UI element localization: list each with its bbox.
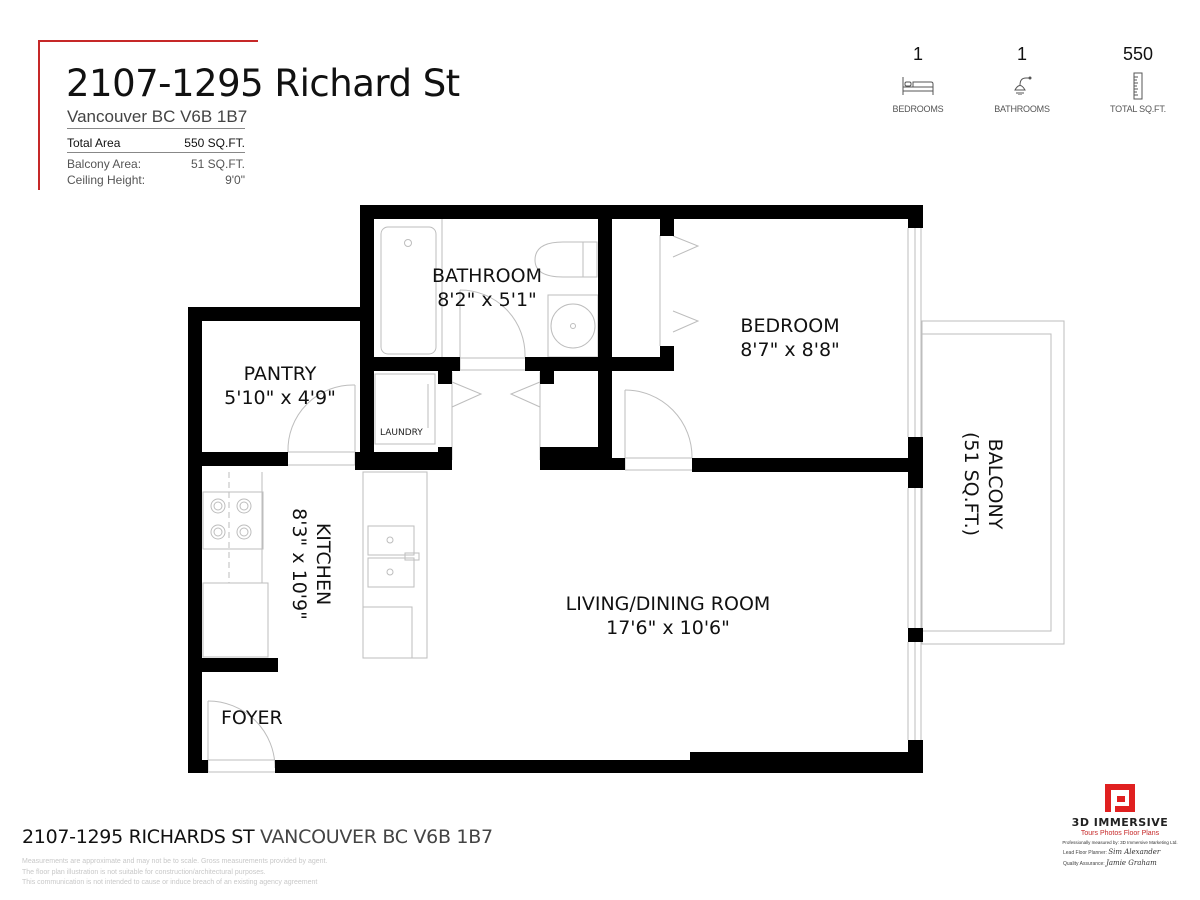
room-dims: 17'6" x 10'6" — [606, 617, 730, 639]
spec-total-area: Total Area 550 SQ.FT. — [67, 136, 245, 153]
qa-label: Quality Assurance: — [1063, 861, 1105, 867]
room-living-dining: LIVING/DINING ROOM 17'6" x 10'6" — [518, 592, 818, 640]
disclaimer: Measurements are approximate and may not… — [22, 857, 327, 889]
ruler-icon — [1098, 72, 1178, 100]
room-pantry: PANTRY 5'10" x 4'9" — [205, 362, 355, 410]
disclaimer-line: The floor plan illustration is not suita… — [22, 868, 266, 876]
room-bedroom: BEDROOM 8'7" x 8'8" — [715, 314, 865, 362]
page-subtitle: Vancouver BC V6B 1B7 — [67, 107, 247, 129]
stat-total-sqft: 550 TOTAL SQ.FT. — [1098, 44, 1178, 114]
footer-address-city: VANCOUVER BC V6B 1B7 — [254, 826, 493, 848]
room-name: LIVING/DINING ROOM — [565, 593, 771, 615]
room-kitchen: KITCHEN 8'3" x 10'9" — [287, 489, 335, 639]
stat-label: BATHROOMS — [994, 104, 1050, 114]
logo-mark-icon — [1105, 784, 1135, 812]
room-dims: 8'3" x 10'9" — [288, 508, 310, 620]
lead-planner: Lead Floor Planner: Sim Alexander — [1060, 848, 1180, 856]
disclaimer-line: This communication is not intended to ca… — [22, 879, 318, 886]
room-laundry: LAUNDRY — [380, 428, 423, 438]
room-name: BATHROOM — [432, 265, 542, 287]
stat-label: BEDROOMS — [892, 104, 944, 114]
spec-value: 550 SQ.FT. — [184, 136, 245, 150]
stat-value: 1 — [1016, 44, 1027, 64]
spec-value: 51 SQ.FT. — [190, 157, 245, 171]
room-name: BALCONY — [984, 438, 1006, 530]
room-name: PANTRY — [243, 363, 317, 385]
disclaimer-line: Measurements are approximate and may not… — [22, 858, 328, 865]
logo-measured-by: Professionally measured by: 3D Immersive… — [1062, 840, 1178, 845]
header-accent-vline — [38, 40, 40, 190]
qa-signature: Jamie Graham — [1106, 859, 1157, 867]
company-logo: 3D IMMERSIVE Tours Photos Floor Plans Pr… — [1060, 784, 1180, 867]
quality-assurance: Quality Assurance: Jamie Graham — [1060, 859, 1180, 867]
room-foyer: FOYER — [221, 707, 283, 729]
footer-address-street: 2107-1295 RICHARDS ST — [22, 826, 255, 848]
room-bathroom: BATHROOM 8'2" x 5'1" — [412, 264, 562, 312]
room-dims: (51 SQ.FT.) — [960, 431, 982, 537]
stat-label: TOTAL SQ.FT. — [1110, 104, 1166, 114]
bed-icon — [878, 72, 958, 100]
lead-planner-signature: Sim Alexander — [1108, 848, 1161, 856]
spec-label: Ceiling Height: — [67, 173, 146, 187]
room-dims: 5'10" x 4'9" — [224, 387, 336, 409]
spec-value: 9'0" — [225, 173, 245, 187]
spec-ceiling-height: Ceiling Height: 9'0" — [67, 173, 245, 187]
stat-value: 550 — [1122, 44, 1154, 64]
room-dims: 8'2" x 5'1" — [437, 289, 537, 311]
room-name: KITCHEN — [312, 522, 334, 606]
header-accent-line — [38, 40, 258, 42]
room-balcony: BALCONY (51 SQ.FT.) — [959, 409, 1007, 559]
stat-bathrooms: 1 BATHROOMS — [982, 44, 1062, 114]
room-name: BEDROOM — [740, 315, 840, 337]
stat-bedrooms: 1 BEDROOMS — [878, 44, 958, 114]
page-title: 2107-1295 Richard St — [66, 62, 460, 105]
shower-icon — [982, 72, 1062, 100]
lead-planner-label: Lead Floor Planner: — [1063, 850, 1107, 856]
spec-balcony-area: Balcony Area: 51 SQ.FT. — [67, 157, 245, 171]
spec-label: Balcony Area: — [67, 157, 142, 171]
logo-brand: 3D IMMERSIVE — [1071, 816, 1169, 829]
room-dims: 8'7" x 8'8" — [740, 339, 840, 361]
spec-label: Total Area — [67, 136, 121, 150]
footer-address: 2107-1295 RICHARDS ST VANCOUVER BC V6B 1… — [22, 826, 493, 848]
stat-value: 1 — [912, 44, 923, 64]
logo-tagline: Tours Photos Floor Plans — [1080, 830, 1160, 837]
